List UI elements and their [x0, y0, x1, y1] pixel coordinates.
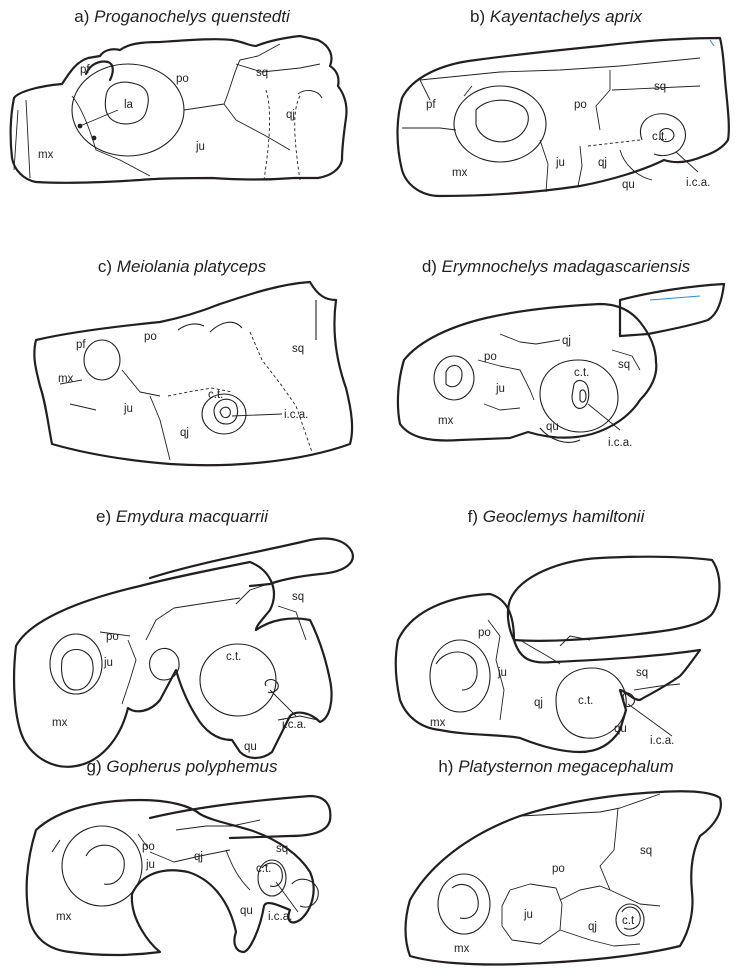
label-b-ica: i.c.a.	[686, 177, 710, 189]
label-g-ica: i.c.a.	[268, 911, 292, 923]
label-b-mx: mx	[452, 167, 468, 179]
label-e-ct: c.t.	[226, 651, 241, 663]
label-h-po: po	[552, 863, 565, 875]
panel-g-skull-drawing	[27, 796, 331, 955]
label-g-ct: c.t.	[256, 863, 271, 875]
panel-h: h) Platysternon megacephalum po sq ju qj…	[406, 757, 721, 965]
label-c-ica: i.c.a.	[284, 409, 308, 421]
label-a-ju: ju	[195, 141, 205, 153]
label-f-ju: ju	[497, 667, 507, 679]
label-g-ju: ju	[145, 859, 155, 871]
panel-c-skull-drawing	[34, 282, 352, 465]
label-e-qu: qu	[244, 741, 257, 753]
label-d-qu: qu	[546, 421, 559, 433]
label-e-mx: mx	[52, 717, 68, 729]
label-a-sq: sq	[256, 67, 268, 79]
panel-h-skull-drawing	[406, 791, 721, 964]
label-g-qj: qj	[194, 851, 203, 863]
label-f-qu: qu	[614, 723, 627, 735]
panel-a: a) Proganochelys quenstedti pf la po sq …	[11, 7, 347, 183]
label-a-pf: pf	[80, 64, 90, 76]
panel-e-title: e) Emydura macquarrii	[96, 507, 269, 526]
label-f-sq: sq	[636, 667, 648, 679]
panel-e: e) Emydura macquarrii sq po ju c.t. mx i…	[14, 507, 353, 767]
label-d-mx: mx	[438, 415, 454, 427]
label-c-po: po	[144, 331, 157, 343]
panel-c-title: c) Meiolania platyceps	[98, 257, 267, 276]
panel-e-skull-drawing	[14, 539, 353, 767]
label-d-qj: qj	[562, 335, 571, 347]
panel-c: c) Meiolania platyceps pf po sq mx ju c.…	[34, 257, 352, 465]
label-b-po: po	[574, 99, 587, 111]
label-a-po: po	[176, 73, 189, 85]
panel-a-skull-drawing	[11, 36, 347, 183]
label-b-ct: c.t.	[652, 131, 667, 143]
label-h-qj: qj	[588, 921, 597, 933]
label-d-sq: sq	[618, 359, 630, 371]
label-f-ica: i.c.a.	[650, 735, 674, 747]
panel-b-skull-drawing	[398, 38, 729, 196]
label-d-ct: c.t.	[574, 367, 589, 379]
label-d-po: po	[484, 351, 497, 363]
label-e-ju: ju	[103, 657, 113, 669]
panel-d: d) Erymnochelys madagascariensis po qj s…	[398, 257, 724, 449]
panel-g: g) Gopherus polyphemus po sq ju qj c.t. …	[27, 757, 331, 955]
label-a-la: la	[124, 99, 134, 111]
panel-b-title: b) Kayentachelys aprix	[470, 7, 642, 26]
label-a-qj: qj	[286, 109, 295, 121]
label-e-po: po	[106, 631, 119, 643]
label-c-qj: qj	[180, 427, 189, 439]
panel-g-title: g) Gopherus polyphemus	[87, 757, 278, 776]
label-f-qj: qj	[534, 697, 543, 709]
label-c-sq: sq	[292, 343, 304, 355]
label-g-mx: mx	[56, 911, 72, 923]
panel-b: b) Kayentachelys aprix pf po sq mx ju qj…	[398, 7, 729, 196]
label-g-sq: sq	[276, 843, 288, 855]
panel-f-title: f) Geoclemys hamiltonii	[468, 507, 646, 526]
label-a-mx: mx	[38, 149, 54, 161]
label-b-qj: qj	[598, 157, 607, 169]
label-d-ica: i.c.a.	[608, 437, 632, 449]
label-b-qu: qu	[622, 179, 635, 191]
label-f-ct: c.t.	[578, 695, 593, 707]
label-b-pf: pf	[426, 99, 436, 111]
label-e-sq: sq	[292, 591, 304, 603]
label-d-ju: ju	[495, 383, 505, 395]
label-h-sq: sq	[640, 845, 652, 857]
label-e-ica: i.c.a.	[282, 719, 306, 731]
panel-a-title: a) Proganochelys quenstedti	[74, 7, 291, 26]
label-b-sq: sq	[654, 81, 666, 93]
label-h-ct: c.t	[622, 915, 635, 927]
label-c-ct: c.t.	[208, 389, 223, 401]
panel-d-title: d) Erymnochelys madagascariensis	[422, 257, 691, 276]
label-g-qu: qu	[240, 905, 253, 917]
label-f-po: po	[478, 627, 491, 639]
label-g-po: po	[142, 841, 155, 853]
label-c-ju: ju	[123, 403, 133, 415]
panel-f: f) Geoclemys hamiltonii po ju sq qj c.t.…	[396, 507, 720, 752]
label-c-mx: mx	[58, 373, 74, 385]
panel-h-title: h) Platysternon megacephalum	[438, 757, 673, 776]
label-h-ju: ju	[523, 909, 533, 921]
label-c-pf: pf	[76, 339, 86, 351]
label-h-mx: mx	[454, 943, 470, 955]
label-f-mx: mx	[430, 717, 446, 729]
label-b-ju: ju	[555, 157, 565, 169]
